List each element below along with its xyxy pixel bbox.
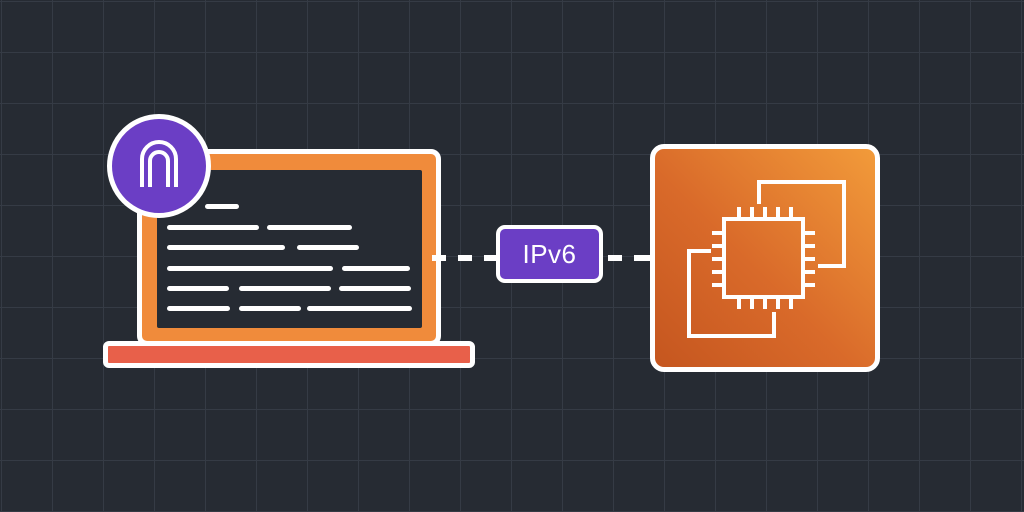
code-line (167, 306, 230, 311)
code-line (167, 286, 229, 291)
laptop-base (103, 341, 475, 368)
code-line (167, 245, 285, 250)
ec2-instance-chip-icon (687, 180, 846, 338)
code-line (307, 306, 412, 311)
code-line (342, 266, 410, 271)
connector-dash (484, 255, 496, 261)
code-line (167, 225, 259, 230)
laptop-display (157, 170, 422, 328)
connector-dash (432, 255, 446, 261)
code-line (267, 225, 352, 230)
arch-gateway-icon (140, 140, 178, 187)
code-line (239, 286, 331, 291)
code-line (239, 306, 301, 311)
code-line (339, 286, 411, 291)
code-line (297, 245, 359, 250)
ec2-instance-box (650, 144, 880, 372)
code-line (167, 266, 333, 271)
connector-dash (634, 255, 650, 261)
arch-gateway-badge (107, 114, 211, 218)
connector-dash (458, 255, 472, 261)
ipv6-label: IPv6 (496, 225, 603, 283)
connector-dash (608, 255, 622, 261)
code-line (205, 204, 239, 209)
